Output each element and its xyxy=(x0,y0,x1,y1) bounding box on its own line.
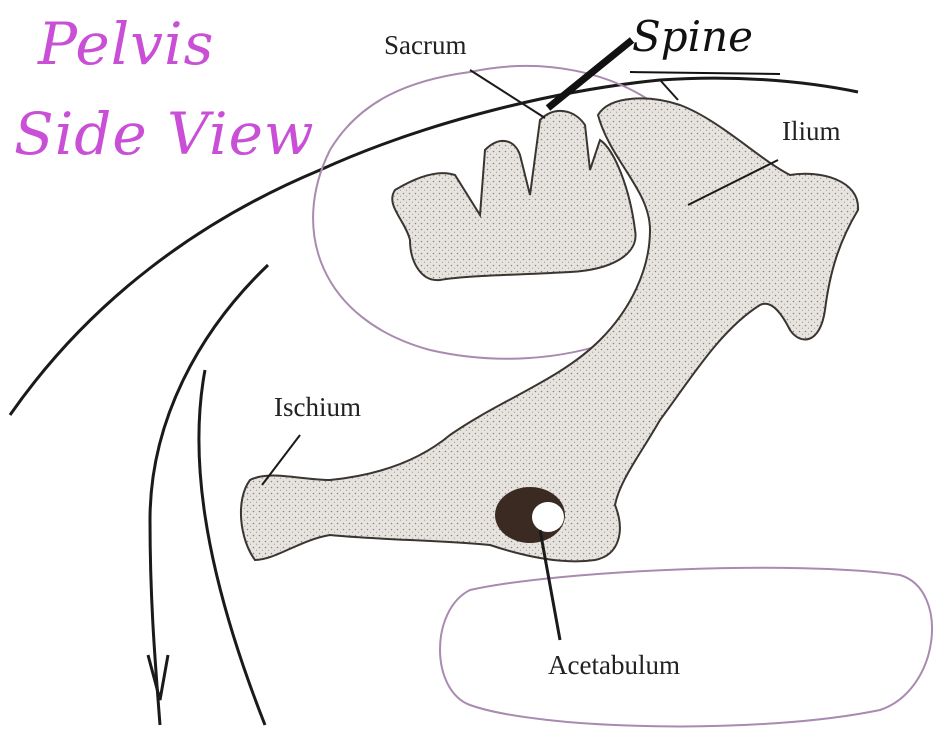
acetabulum-label: Acetabulum xyxy=(548,650,680,681)
spine-label: Spine xyxy=(632,12,753,61)
title-line-1: Pelvis xyxy=(38,10,214,78)
title-line-2: Side View xyxy=(14,100,315,168)
sacrum-leader-line xyxy=(470,70,545,118)
sacrum-bone xyxy=(392,111,635,280)
spine-pointer-line xyxy=(548,40,632,108)
sacrum-label: Sacrum xyxy=(384,30,466,61)
thigh-outline-ellipse xyxy=(440,568,932,727)
ischium-label: Ischium xyxy=(274,392,361,423)
spine-leader-line xyxy=(660,80,678,100)
spine-underline xyxy=(630,72,780,74)
ilium-label: Ilium xyxy=(782,116,841,147)
acetabulum-highlight xyxy=(532,502,564,532)
arrowhead xyxy=(148,655,168,700)
